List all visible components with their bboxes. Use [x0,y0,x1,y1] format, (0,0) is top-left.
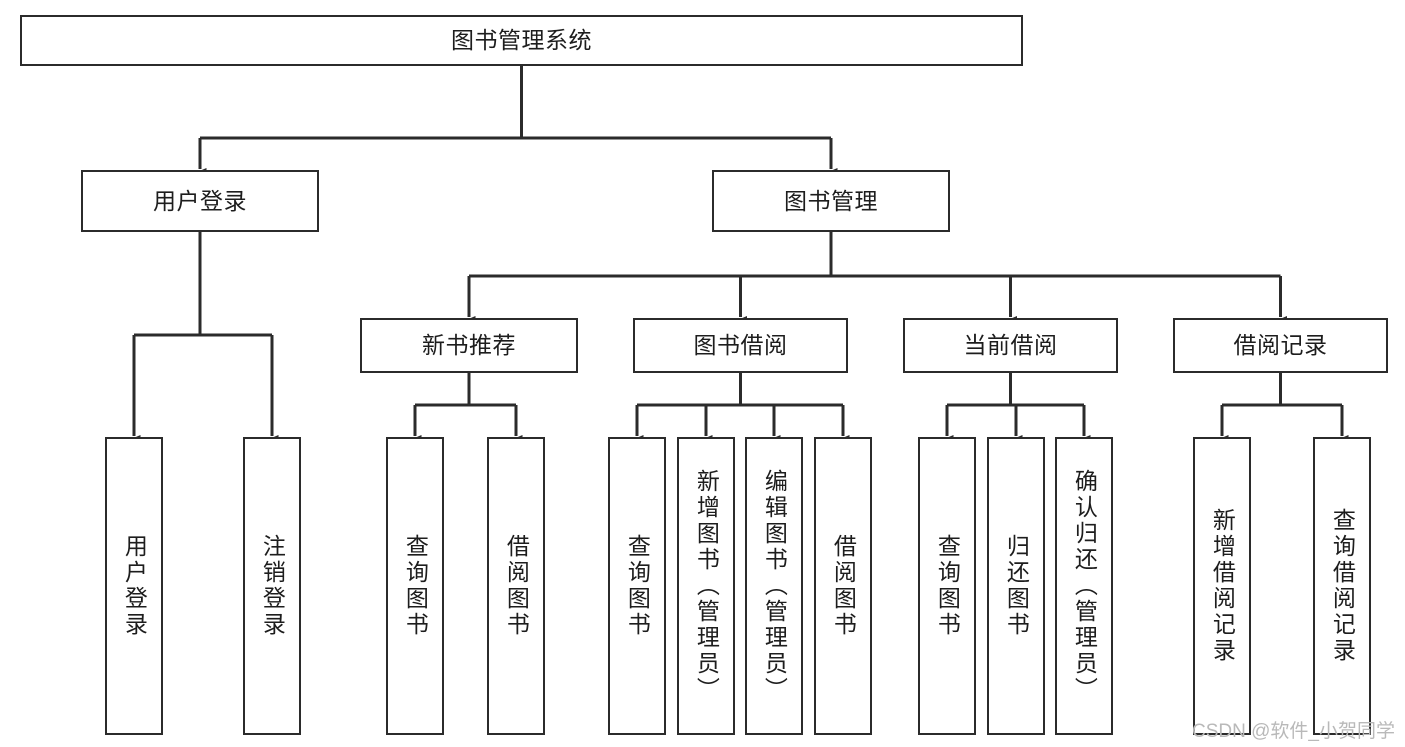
node-leaf-confirm-return[interactable]: 确认归还（管理员） [1055,437,1113,735]
connector-lines [127,66,1349,446]
node-book-manage[interactable]: 图书管理 [712,170,950,232]
node-leaf-borrow-book-2[interactable]: 借阅图书 [814,437,872,735]
node-label: 新增图书（管理员） [693,469,720,703]
node-leaf-logout[interactable]: 注销登录 [243,437,301,735]
node-label: 新增借阅记录 [1209,508,1236,664]
node-leaf-query-book-3[interactable]: 查询图书 [918,437,976,735]
node-label: 借阅图书 [503,534,530,638]
node-leaf-add-record[interactable]: 新增借阅记录 [1193,437,1251,735]
node-label: 借阅图书 [830,534,857,638]
node-leaf-query-book-2[interactable]: 查询图书 [608,437,666,735]
node-leaf-query-record[interactable]: 查询借阅记录 [1313,437,1371,735]
node-new-book-rec[interactable]: 新书推荐 [360,318,578,373]
node-label: 查询图书 [402,534,429,638]
node-user-login[interactable]: 用户登录 [81,170,319,232]
node-borrow-record[interactable]: 借阅记录 [1173,318,1388,373]
node-current-borrow[interactable]: 当前借阅 [903,318,1118,373]
node-label: 用户登录 [153,187,247,214]
node-label: 图书管理系统 [451,27,592,54]
node-label: 图书借阅 [693,332,788,359]
node-label: 借阅记录 [1233,332,1328,359]
node-root[interactable]: 图书管理系统 [20,15,1023,66]
node-label: 用户登录 [121,534,148,638]
node-label: 图书管理 [784,187,878,214]
node-leaf-edit-book[interactable]: 编辑图书（管理员） [745,437,803,735]
node-leaf-add-book[interactable]: 新增图书（管理员） [677,437,735,735]
node-label: 查询图书 [624,534,651,638]
node-label: 查询借阅记录 [1329,508,1356,664]
node-leaf-user-login[interactable]: 用户登录 [105,437,163,735]
node-label: 归还图书 [1003,534,1030,638]
node-label: 编辑图书（管理员） [761,469,788,703]
node-label: 查询图书 [934,534,961,638]
node-label: 新书推荐 [422,332,516,359]
node-label: 注销登录 [259,534,286,638]
node-label: 当前借阅 [963,332,1058,359]
node-leaf-borrow-book-1[interactable]: 借阅图书 [487,437,545,735]
node-book-borrow[interactable]: 图书借阅 [633,318,848,373]
node-leaf-return-book[interactable]: 归还图书 [987,437,1045,735]
node-leaf-query-book-1[interactable]: 查询图书 [386,437,444,735]
node-label: 确认归还（管理员） [1071,469,1098,703]
